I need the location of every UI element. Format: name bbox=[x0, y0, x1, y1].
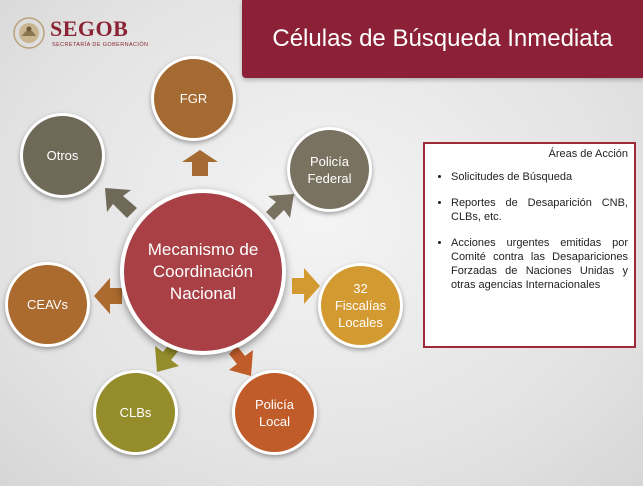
arrow-to-ceavs-icon bbox=[94, 278, 122, 314]
title-bar: Células de Búsqueda Inmediata bbox=[242, 0, 643, 78]
panel-heading: Áreas de Acción bbox=[548, 148, 629, 160]
list-item: Solicitudes de Búsqueda bbox=[451, 170, 628, 184]
arrow-to-policia-federal-icon bbox=[266, 194, 294, 220]
arrow-to-fiscalias-icon bbox=[292, 268, 320, 304]
node-fiscalias-locales: 32 Fiscalías Locales bbox=[318, 263, 403, 348]
action-areas-panel: Áreas de Acción Solicitudes de Búsqueda … bbox=[423, 142, 636, 348]
center-label: Mecanismo de Coordinación Nacional bbox=[147, 240, 259, 303]
coat-of-arms-icon bbox=[13, 17, 45, 49]
node-policia-local-label: Policía Local bbox=[254, 396, 295, 429]
node-policia-federal-label: Policía Federal bbox=[307, 153, 352, 186]
list-item: Acciones urgentes emitidas por Comité co… bbox=[451, 236, 628, 292]
node-policia-federal: Policía Federal bbox=[287, 127, 372, 212]
node-otros: Otros bbox=[20, 113, 105, 198]
segob-logo: SEGOB SECRETARÍA DE GOBERNACIÓN bbox=[12, 14, 162, 54]
node-otros-label: Otros bbox=[46, 148, 79, 163]
arrow-to-otros-icon bbox=[105, 188, 137, 218]
page-title: Células de Búsqueda Inmediata bbox=[272, 25, 613, 52]
arrow-to-fgr-icon bbox=[182, 150, 218, 176]
node-fiscalias-label: 32 Fiscalías Locales bbox=[334, 281, 387, 330]
node-policia-local: Policía Local bbox=[232, 370, 317, 455]
list-item: Reportes de Desaparición CNB, CLBs, etc. bbox=[451, 196, 628, 224]
node-clbs-label: CLBs bbox=[119, 405, 152, 420]
arrow-to-policia-local-icon bbox=[229, 346, 253, 376]
action-list: Solicitudes de Búsqueda Reportes de Desa… bbox=[431, 170, 628, 292]
node-ceavs: CEAVs bbox=[5, 262, 90, 347]
logo-name: SEGOB bbox=[50, 16, 129, 41]
node-fgr-label: FGR bbox=[179, 91, 208, 106]
logo-subtitle: SECRETARÍA DE GOBERNACIÓN bbox=[52, 42, 149, 48]
node-fgr: FGR bbox=[151, 56, 236, 141]
center-mechanism-circle: Mecanismo de Coordinación Nacional bbox=[120, 189, 286, 355]
node-clbs: CLBs bbox=[93, 370, 178, 455]
node-ceavs-label: CEAVs bbox=[27, 297, 68, 312]
